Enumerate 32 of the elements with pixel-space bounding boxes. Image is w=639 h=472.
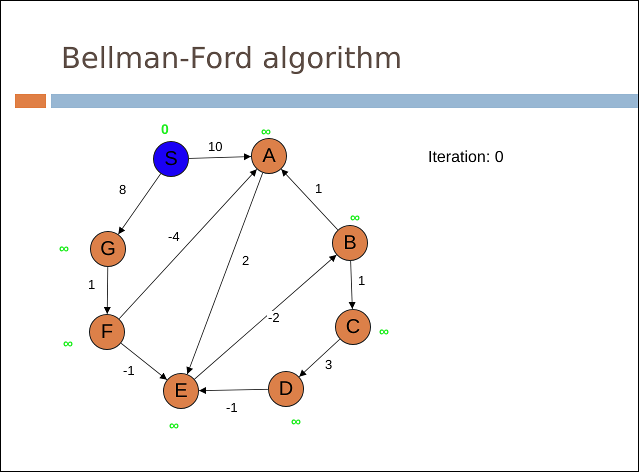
edge-label: 3: [324, 358, 334, 372]
vertex-name: A: [262, 144, 276, 168]
distance-label: ∞: [350, 210, 360, 224]
vertex-name: E: [174, 380, 188, 402]
arrow: [118, 168, 258, 320]
arrow: [280, 168, 338, 230]
slide-title: Bellman-Ford algorithm: [61, 41, 402, 75]
arrow: [104, 266, 111, 314]
vertex-name: D: [278, 378, 294, 400]
arrow: [188, 153, 252, 160]
edge-label: 8: [118, 183, 128, 198]
distance-label: ∞: [59, 241, 69, 255]
arrow: [118, 173, 162, 235]
distance-label: 0: [161, 122, 169, 136]
arrow: [198, 387, 268, 394]
arrow: [186, 172, 264, 375]
vertex-name: C: [346, 316, 360, 338]
distance-label: ∞: [169, 418, 179, 432]
edge-label: 10: [207, 140, 224, 154]
arrow: [348, 260, 356, 310]
arrow: [120, 342, 168, 380]
vertex-name: F: [100, 320, 114, 344]
distance-label: ∞: [291, 414, 301, 428]
arrow: [194, 254, 337, 380]
distance-label: ∞: [261, 124, 271, 138]
arrow: [298, 338, 340, 378]
iteration-label: Iteration: 0: [428, 149, 504, 167]
vertex-name: B: [343, 232, 357, 254]
vertex-name: S: [164, 148, 178, 170]
vertex-name: G: [100, 238, 116, 260]
distance-label: ∞: [63, 336, 73, 350]
distance-label: ∞: [379, 324, 389, 338]
